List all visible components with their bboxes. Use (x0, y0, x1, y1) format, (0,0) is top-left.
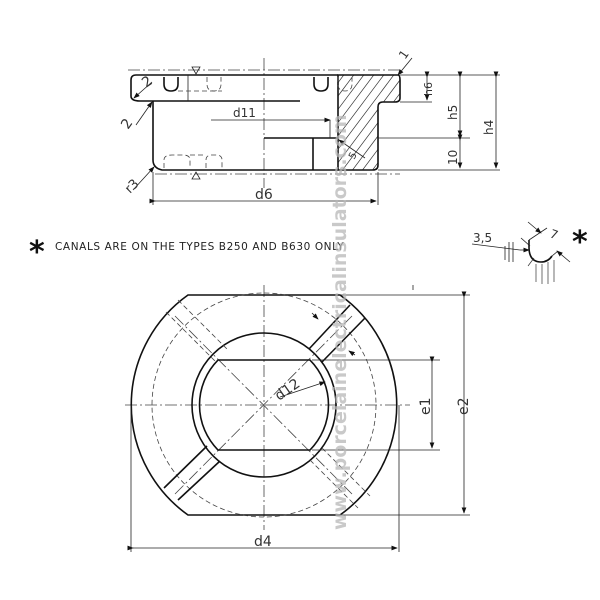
canal-bottom-right-edge (309, 459, 359, 509)
canal-line (551, 250, 559, 257)
dim-3-5-label: 3,5 (473, 231, 492, 245)
r1-leader (397, 57, 413, 76)
d6-label: d6 (255, 187, 273, 203)
e2-label: e2 (456, 397, 472, 415)
side-view: d11 d6 h6 h5 10 h4 1 2 2 r3 5 (118, 47, 500, 205)
note-text: CANALS ARE ON THE TYPES B250 AND B630 ON… (55, 241, 344, 253)
inner-circle (191, 332, 337, 478)
canal-bottom-right-edge (321, 447, 371, 497)
canal-bottom-left-edge (177, 460, 221, 501)
canal-detail: 3,5 7 * (471, 221, 588, 284)
canal-profile (528, 240, 553, 263)
d4-label: d4 (254, 534, 272, 550)
arrow (556, 250, 571, 263)
body-outline (152, 101, 264, 171)
h5-label: h5 (446, 105, 460, 120)
r5-label: 5 (347, 150, 360, 161)
watermark: www.porcelainelectricalinsulators.com (329, 114, 351, 530)
canal-line (528, 227, 548, 241)
bottom-surface-triangle-icon (191, 171, 201, 180)
d12-label: d12 (272, 376, 303, 404)
h6-label: h6 (422, 82, 435, 96)
hatch (520, 237, 531, 247)
canal-top-left (163, 77, 179, 92)
section-outline (337, 74, 401, 171)
r3-label: r3 (122, 177, 142, 197)
diag-centerline (174, 315, 353, 495)
canal-top-right (313, 77, 329, 92)
d12-dimension-line (279, 381, 326, 398)
bolt-circle (151, 292, 377, 518)
note-asterisk-icon: * (29, 235, 45, 270)
canal-top-right-edge (308, 304, 351, 350)
canals-note: * CANALS ARE ON THE TYPES B250 AND B630 … (29, 235, 344, 270)
canal-top-middle (206, 77, 222, 92)
canal-bottom-left-edge (163, 445, 208, 489)
detail-asterisk-icon: * (572, 225, 588, 260)
flange-outline (130, 74, 264, 102)
canal-width-tick (311, 312, 319, 320)
r2-side-leader (135, 101, 153, 126)
h4-label: h4 (482, 120, 496, 135)
r1-label: 1 (396, 47, 412, 61)
hatch (527, 257, 535, 267)
dim-7-label: 7 (548, 227, 560, 243)
canal-top-left-edge (165, 311, 216, 362)
dim-10-label: 10 (446, 150, 460, 165)
top-surface-triangle-icon (191, 66, 201, 75)
arrow (527, 221, 542, 234)
r5-leader (338, 139, 366, 159)
canal-top-right-edge (321, 317, 366, 363)
plan-view: d12 e1 e2 d4 (125, 285, 472, 552)
canal-bottom-right (205, 154, 223, 168)
r2-side-label: 2 (118, 116, 136, 132)
dim-3-5-line (471, 243, 521, 251)
canal-bottom-left (163, 154, 191, 168)
e1-label: e1 (418, 397, 434, 415)
d11-label: d11 (233, 106, 256, 120)
canal-width-tick (348, 350, 356, 357)
r2-top-leader (133, 81, 153, 99)
canal-top-left-edge (177, 299, 229, 351)
canal-section (337, 77, 353, 92)
r3-leader (132, 166, 155, 191)
